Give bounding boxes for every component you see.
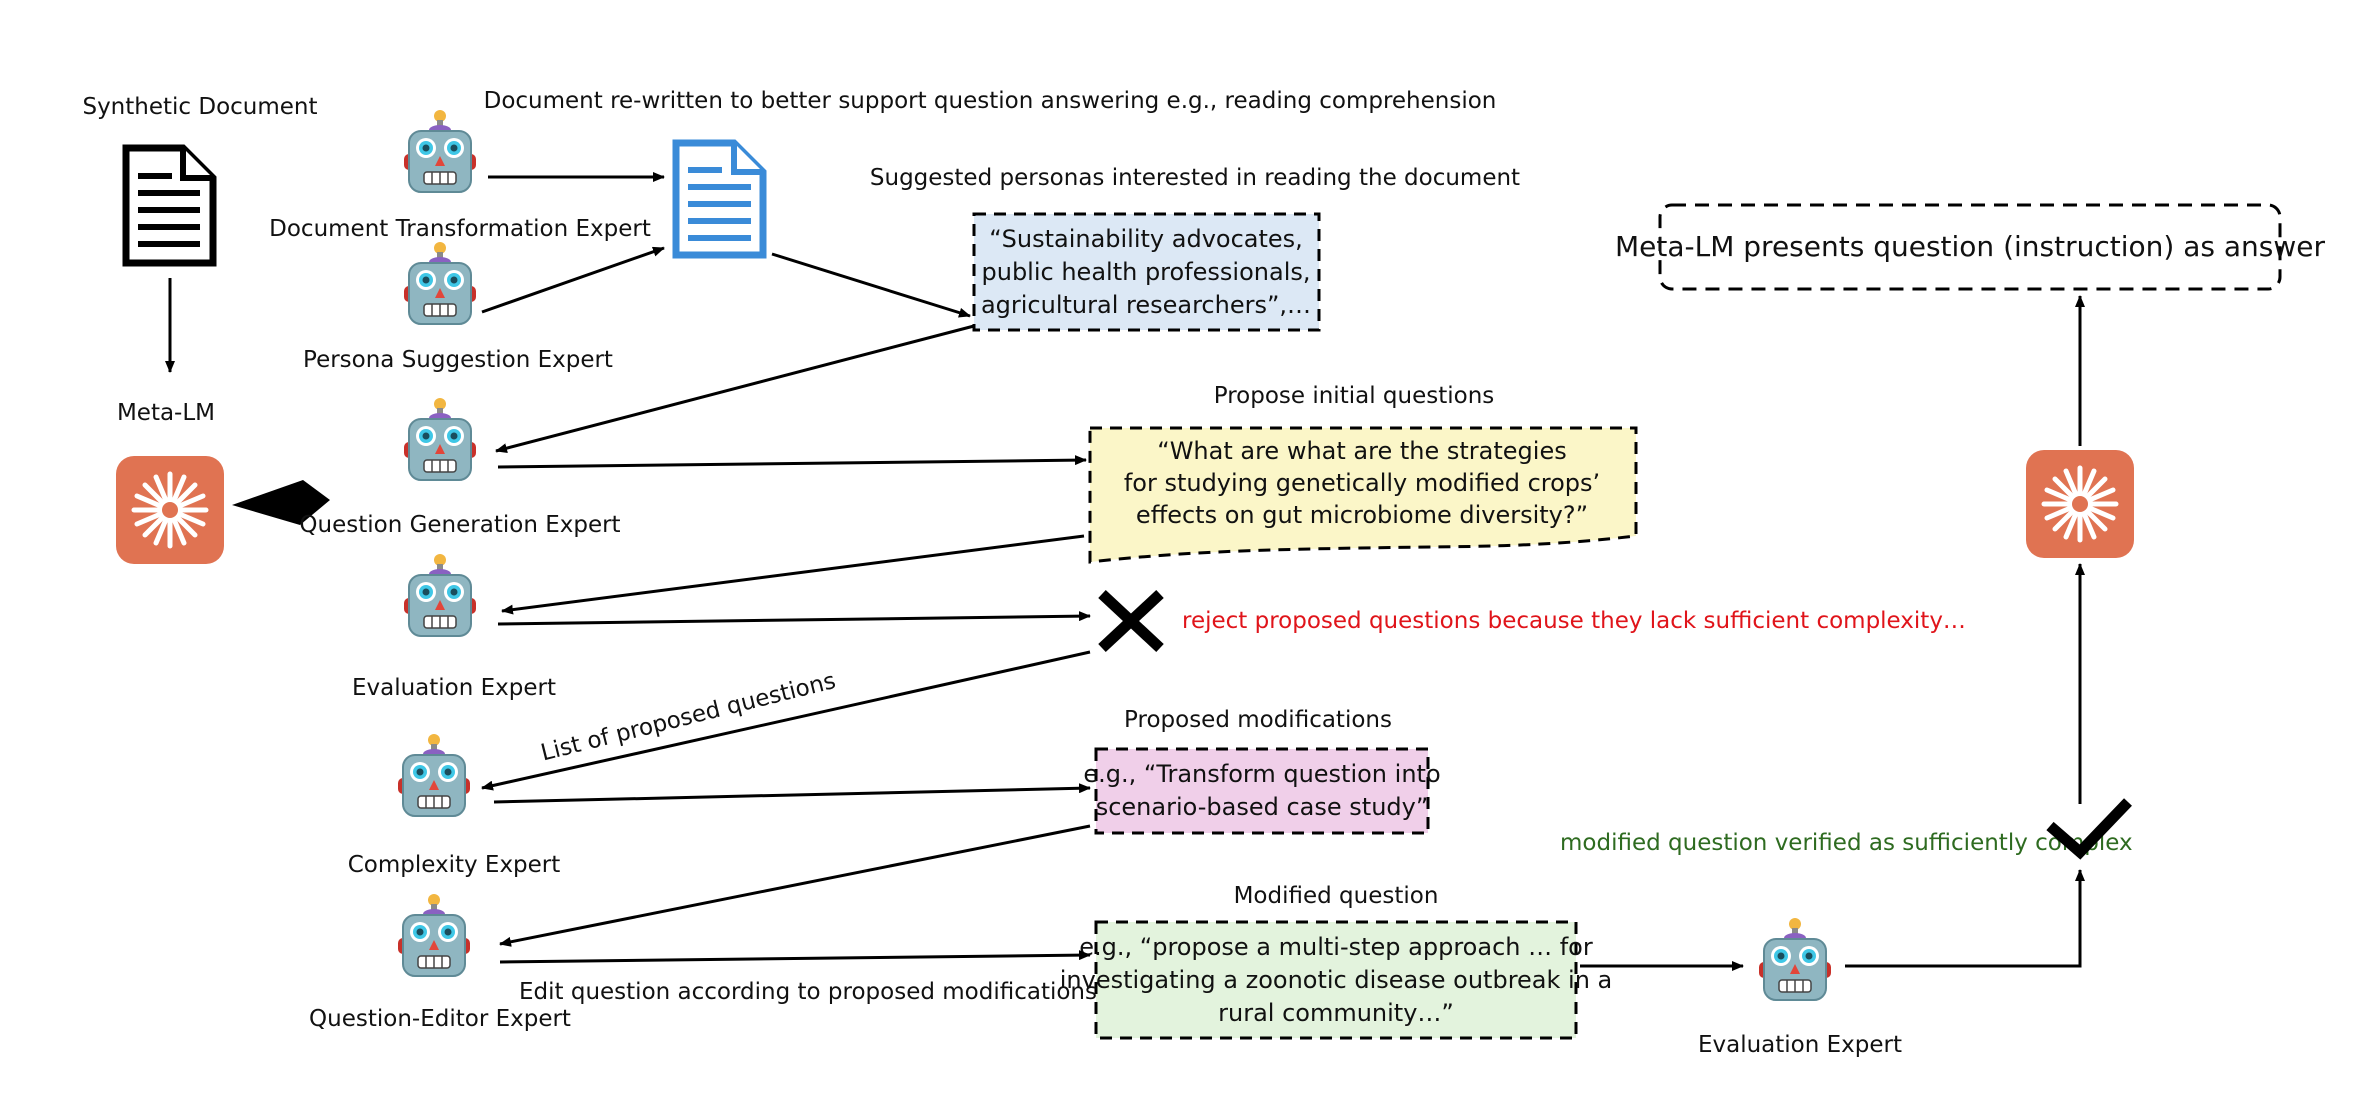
edit-question-label: Edit question according to proposed modi… bbox=[519, 979, 1097, 1005]
persona-line-2: public health professionals, bbox=[982, 258, 1311, 286]
question-line-2: for studying genetically modified crops’ bbox=[1124, 469, 1600, 497]
document-icon bbox=[122, 144, 217, 267]
doc-rewritten-label: Document re-written to better support qu… bbox=[484, 88, 1497, 114]
arrow-mods-to-editor bbox=[499, 824, 1091, 947]
arrow-persona-to-bluedoc bbox=[481, 246, 665, 314]
robot-icon-evaluation-2 bbox=[1758, 917, 1832, 1001]
modification-line-1: e.g., “Transform question into bbox=[1083, 760, 1440, 788]
persona-line-1: “Sustainability advocates, bbox=[989, 225, 1303, 253]
modified-question-box bbox=[1094, 920, 1578, 1040]
question-line-3: effects on gut microbiome diversity?” bbox=[1136, 501, 1588, 529]
modified-line-3: rural community…” bbox=[1218, 999, 1454, 1027]
arrow-bluedoc-to-persona-box bbox=[771, 252, 971, 318]
question-box bbox=[1088, 426, 1638, 564]
robot-icon-question-gen bbox=[403, 397, 477, 481]
evaluation-expert-1-label: Evaluation Expert bbox=[352, 675, 556, 701]
modification-box bbox=[1094, 747, 1430, 835]
synthetic-document-label: Synthetic Document bbox=[82, 94, 317, 120]
suggested-personas-label: Suggested personas interested in reading… bbox=[870, 165, 1520, 191]
proposed-mods-label: Proposed modifications bbox=[1124, 707, 1392, 733]
modification-line-2: scenario-based case study” bbox=[1096, 793, 1429, 821]
robot-icon-question-editor bbox=[397, 893, 471, 977]
persona-line-3: agricultural researchers”,… bbox=[981, 291, 1311, 319]
final-box-text: Meta-LM presents question (instruction) … bbox=[1615, 230, 2325, 263]
meta-lm-big-arrow bbox=[232, 480, 330, 525]
doc-transform-expert-label: Document Transformation Expert bbox=[269, 216, 651, 242]
meta-lm-starburst-icon bbox=[116, 456, 224, 564]
arrow-question-box-to-eval bbox=[501, 534, 1085, 615]
arrow-cross-to-complexity bbox=[481, 650, 1091, 791]
robot-icon-evaluation-1 bbox=[403, 553, 477, 637]
complexity-expert-label: Complexity Expert bbox=[348, 852, 561, 878]
persona-box bbox=[972, 212, 1321, 332]
arrow-editor-to-modified bbox=[499, 950, 1091, 964]
final-box bbox=[1658, 203, 2282, 291]
robot-icon-complexity bbox=[397, 733, 471, 817]
arrow-eval2-to-check bbox=[1845, 869, 2085, 968]
robot-icon-doc-transform bbox=[403, 109, 477, 193]
propose-initial-label: Propose initial questions bbox=[1214, 383, 1495, 409]
reject-text: reject proposed questions because they l… bbox=[1182, 608, 1966, 634]
cross-icon bbox=[1098, 589, 1164, 653]
meta-lm-starburst-icon-right bbox=[2026, 450, 2134, 558]
blue-document-icon bbox=[672, 139, 767, 259]
question-editor-expert-label: Question-Editor Expert bbox=[309, 1006, 571, 1032]
arrow-complexity-to-mods bbox=[493, 783, 1091, 804]
verified-text: modified question verified as sufficient… bbox=[1560, 830, 2133, 856]
arrow-eval-to-cross bbox=[497, 611, 1091, 626]
robot-icon-persona bbox=[403, 241, 477, 325]
arrow-qgen-to-question-box bbox=[497, 455, 1087, 469]
arrow-persona-box-to-qgen bbox=[495, 324, 975, 454]
modified-line-1: e.g., “propose a multi-step approach … f… bbox=[1079, 933, 1593, 961]
meta-lm-label: Meta-LM bbox=[117, 400, 215, 426]
modified-question-label: Modified question bbox=[1234, 883, 1439, 909]
question-line-1: “What are what are the strategies bbox=[1157, 437, 1566, 465]
persona-expert-label: Persona Suggestion Expert bbox=[303, 347, 613, 373]
checkmark-icon bbox=[2046, 798, 2132, 860]
modified-line-2: investigating a zoonotic disease outbrea… bbox=[1060, 966, 1613, 994]
question-gen-expert-label: Question Generation Expert bbox=[299, 512, 620, 538]
evaluation-expert-2-label: Evaluation Expert bbox=[1698, 1032, 1902, 1058]
